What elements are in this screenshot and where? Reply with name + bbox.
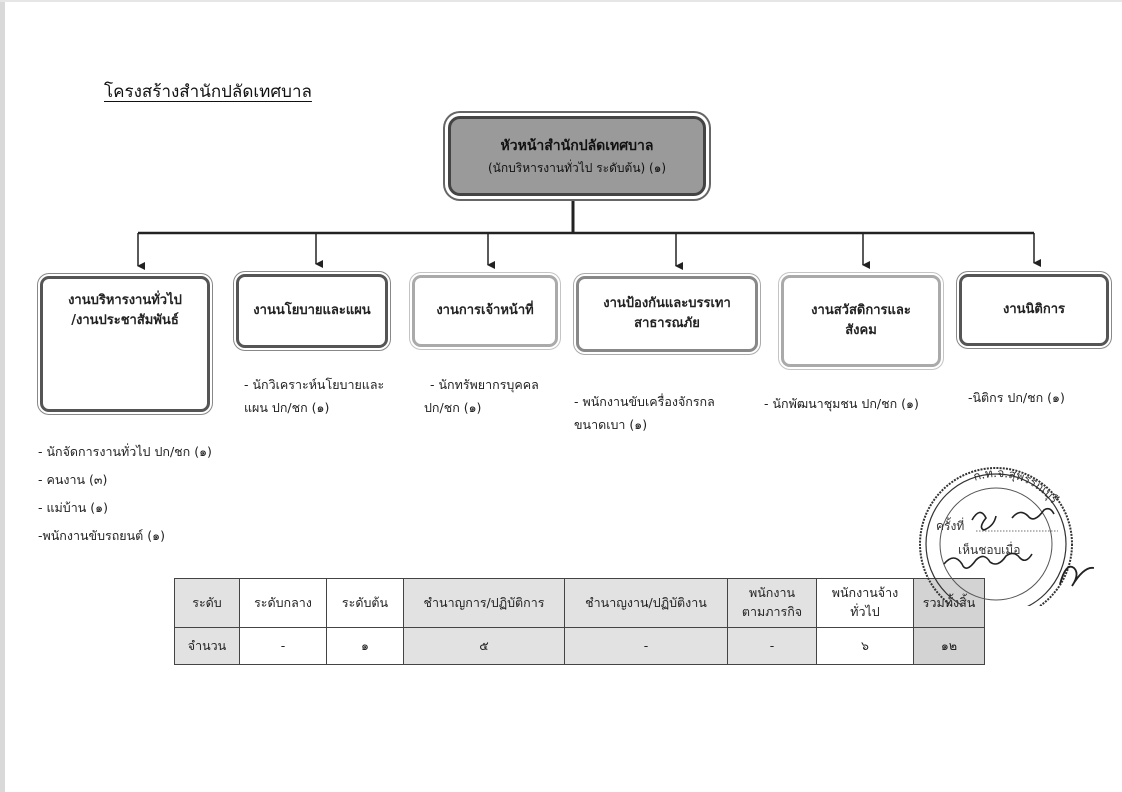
head-title: หัวหน้าสำนักปลัดเทศบาล	[500, 138, 654, 155]
staff-policy-line: - นักวิเคราะห์นโยบายและ	[244, 377, 385, 392]
staff-personnel-line: - นักทรัพยากรบุคคล	[430, 377, 539, 392]
division-policy: งานนโยบายและแผน	[236, 274, 388, 348]
table-header-cell: พนักงานจ้าง ทั่วไป	[816, 578, 914, 628]
table-header-general-line2: ทั่วไป	[850, 604, 880, 619]
table-header-cell: ชำนาญการ/ปฏิบัติการ	[403, 578, 565, 628]
division-personnel-line1: งานการเจ้าหน้าที่	[436, 302, 534, 318]
staff-disaster: - พนักงานขับเครื่องจักรกล ขนาดเบา (๑)	[574, 390, 715, 436]
table-header-cell: ระดับกลาง	[239, 578, 327, 628]
page-edge-top	[0, 0, 1122, 2]
table-header-mission-line2: ตามภารกิจ	[741, 604, 803, 619]
division-admin-line1: งานบริหารงานทั่วไป	[68, 293, 182, 308]
table-cell: ๕	[403, 627, 565, 665]
division-legal-line1: งานนิติการ	[1002, 301, 1066, 317]
staff-admin: - นักจัดการงานทั่วไป ปก/ชก (๑) - คนงาน (…	[38, 438, 212, 551]
staff-admin-line: - คนงาน (๓)	[38, 472, 108, 488]
table-header-cell: ชำนาญงาน/ปฏิบัติงาน	[564, 578, 728, 628]
signature-1	[971, 511, 997, 531]
table-header-general-line1: พนักงานจ้าง	[831, 585, 899, 601]
division-admin: งานบริหารงานทั่วไป /งานประชาสัมพันธ์	[40, 276, 210, 412]
approval-stamp: ก.ท.จ.สุพรรณบุรี ครั้งที่ เห็นชอบเมื่อ	[919, 466, 1094, 606]
division-welfare: งานสวัสดิการและ สังคม	[781, 275, 941, 367]
table-header-cell: ระดับต้น	[326, 578, 404, 628]
signature-3	[943, 552, 1033, 569]
staff-legal-line: -นิติกร ปก/ชก (๑)	[968, 390, 1065, 405]
page-title: โครงสร้างสำนักปลัดเทศบาล	[104, 82, 312, 102]
staff-admin-line: - แม่บ้าน (๑)	[38, 500, 108, 516]
division-disaster: งานป้องกันและบรรเทา สาธารณภัย	[576, 276, 758, 352]
stamp-arc-text: ก.ท.จ.สุพรรณบุรี	[972, 466, 1062, 507]
staff-policy-line: แผน ปก/ชก (๑)	[244, 400, 330, 416]
division-admin-line2: /งานประชาสัมพันธ์	[71, 313, 179, 329]
staff-admin-line: -พนักงานขับรถยนต์ (๑)	[38, 528, 165, 544]
division-welfare-line1: งานสวัสดิการและ	[811, 302, 911, 318]
table-cell: ๑๒	[913, 627, 985, 665]
staff-personnel-line: ปก/ชก (๑)	[424, 400, 482, 416]
staff-welfare: - นักพัฒนาชุมชน ปก/ชก (๑)	[764, 392, 919, 415]
signature-2	[1011, 507, 1055, 520]
staff-disaster-line: - พนักงานขับเครื่องจักรกล	[574, 394, 715, 409]
page-edge-left	[0, 0, 5, 792]
staff-legal: -นิติกร ปก/ชก (๑)	[968, 386, 1065, 409]
staff-disaster-line: ขนาดเบา (๑)	[574, 417, 648, 433]
staff-policy: - นักวิเคราะห์นโยบายและ แผน ปก/ชก (๑)	[244, 373, 384, 419]
division-personnel: งานการเจ้าหน้าที่	[412, 275, 558, 347]
table-header-mission-line1: พนักงาน	[748, 585, 796, 601]
table-cell: ๑	[326, 627, 404, 665]
head-box: หัวหน้าสำนักปลัดเทศบาล (นักบริหารงานทั่ว…	[448, 116, 706, 196]
table-header-cell: รวมทั้งสิ้น	[913, 578, 985, 628]
division-welfare-line2: สังคม	[845, 323, 877, 338]
stamp-line1: ครั้งที่	[936, 517, 964, 533]
table-cell: -	[564, 627, 728, 665]
division-disaster-line2: สาธารณภัย	[634, 316, 700, 331]
table-row: จำนวน - ๑ ๕ - - ๖ ๑๒	[174, 627, 985, 665]
head-subtitle: (นักบริหารงานทั่วไป ระดับต้น) (๑)	[488, 160, 666, 175]
summary-table: ระดับ ระดับกลาง ระดับต้น ชำนาญการ/ปฏิบัต…	[174, 578, 985, 665]
division-disaster-line1: งานป้องกันและบรรเทา	[603, 295, 731, 311]
table-cell: -	[727, 627, 817, 665]
staff-personnel: - นักทรัพยากรบุคคล ปก/ชก (๑)	[424, 373, 539, 419]
stamp-line2: เห็นชอบเมื่อ	[958, 541, 1020, 557]
staff-welfare-line: - นักพัฒนาชุมชน ปก/ชก (๑)	[764, 396, 919, 411]
table-cell: จำนวน	[174, 627, 240, 665]
table-header-cell: พนักงาน ตามภารกิจ	[727, 578, 817, 628]
table-header-cell: ระดับ	[174, 578, 240, 628]
division-policy-line1: งานนโยบายและแผน	[253, 302, 371, 318]
table-header-row: ระดับ ระดับกลาง ระดับต้น ชำนาญการ/ปฏิบัต…	[174, 578, 985, 628]
signature-4	[1059, 565, 1094, 587]
division-legal: งานนิติการ	[959, 274, 1109, 346]
table-cell: -	[239, 627, 327, 665]
table-cell: ๖	[816, 627, 914, 665]
staff-admin-line: - นักจัดการงานทั่วไป ปก/ชก (๑)	[38, 444, 212, 459]
